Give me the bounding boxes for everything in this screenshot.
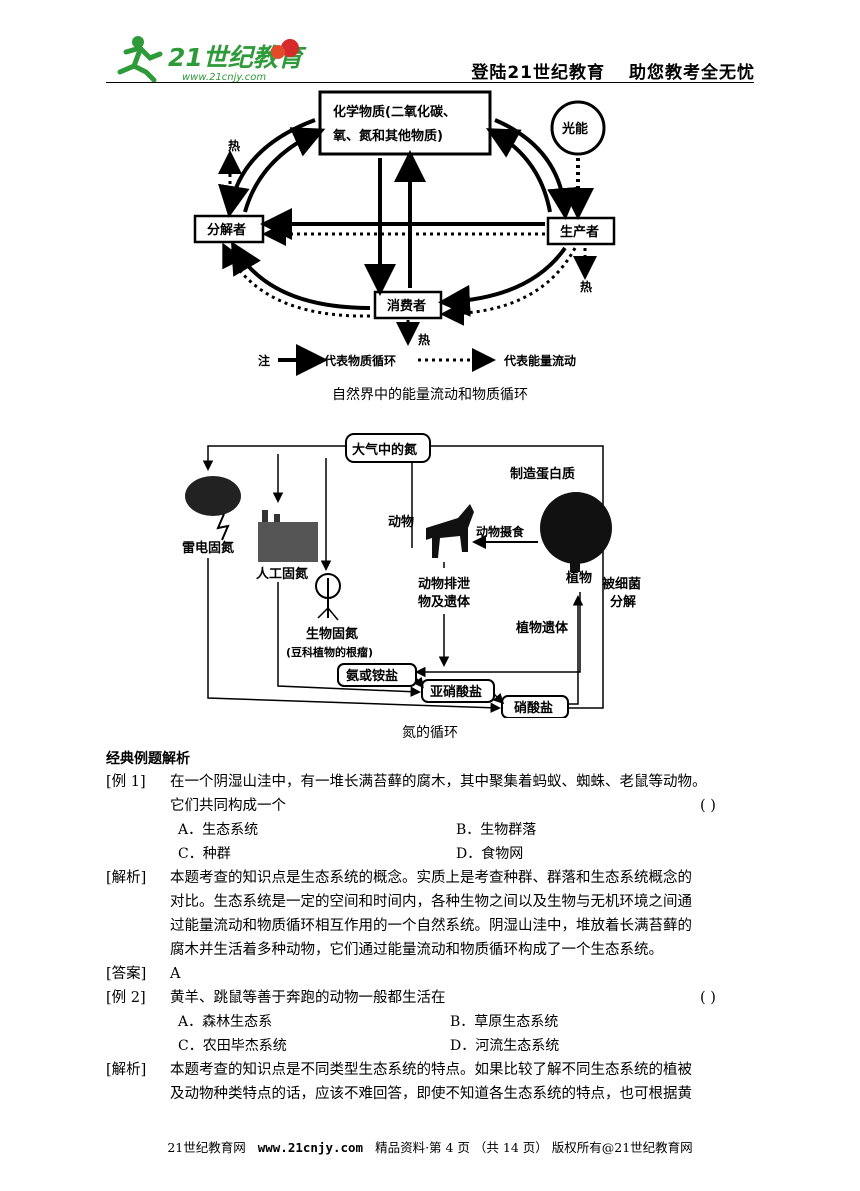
animal-label: 动物 bbox=[388, 514, 414, 530]
q2-line1: 黄羊、跳鼠等善于奔跑的动物一般都生活在 bbox=[170, 986, 446, 1011]
slogan-left: 登陆21世纪教育 bbox=[471, 63, 605, 83]
header-rule bbox=[106, 82, 754, 83]
diagram2-caption: 氮的循环 bbox=[0, 722, 860, 742]
ans1-value: A bbox=[170, 962, 180, 987]
nitrite-label: 亚硝酸盐 bbox=[430, 684, 482, 700]
legend-note: 注 bbox=[258, 353, 270, 368]
footer: 21世纪教育网 www.21cnjy.com 精品资料·第 4 页 （共 14 … bbox=[0, 1137, 860, 1156]
q1-option-a: A．生态系统 bbox=[178, 818, 258, 843]
bacteria-label-2: 分解 bbox=[610, 594, 636, 610]
chemicals-label-1: 化学物质(二氧化碳、 bbox=[333, 104, 456, 120]
plant-label: 植物 bbox=[565, 570, 592, 586]
q1-option-d: D．食物网 bbox=[456, 842, 523, 867]
q1-line2: 它们共同构成一个 bbox=[170, 794, 286, 819]
bio-fix-note: (豆科植物的根瘤) bbox=[286, 645, 373, 659]
diagram1-caption: 自然界中的能量流动和物质循环 bbox=[0, 384, 860, 404]
a2-line1: 本题考查的知识点是不同类型生态系统的特点。如果比较了解不同生态系统的植被 bbox=[170, 1058, 692, 1083]
q2-option-b: B．草原生态系统 bbox=[450, 1010, 558, 1035]
a2-line2: 及动物种类特点的话，应该不难回答，即使不知道各生态系统的特点，也可根据黄 bbox=[170, 1082, 692, 1107]
a1-tag: [解析] bbox=[106, 866, 146, 891]
a1-line2: 对比。生态系统是一定的空间和时间内，各种生物之间以及生物与无机环境之间通 bbox=[170, 890, 692, 915]
producer-label: 生产者 bbox=[560, 224, 599, 240]
factory-icon bbox=[258, 510, 318, 562]
legend-solid: 代表物质循环 bbox=[323, 353, 396, 368]
q2-option-d: D．河流生态系统 bbox=[450, 1034, 559, 1059]
horse-icon bbox=[426, 504, 474, 558]
q2-answer-blank: ( ) bbox=[700, 986, 716, 1011]
chemicals-label-2: 氧、氮和其他物质) bbox=[332, 128, 443, 144]
excreta-label-1: 动物排泄 bbox=[418, 576, 470, 592]
q1-tag: [例 1] bbox=[106, 770, 146, 795]
header-logo: 21世纪教育 www.21cnjy.com bbox=[110, 28, 310, 84]
section-title: 经典例题解析 bbox=[106, 748, 190, 768]
animal-eat-label: 动物摄食 bbox=[476, 524, 525, 539]
atmosphere-label: 大气中的氮 bbox=[352, 442, 417, 458]
energy-material-diagram: 化学物质(二氧化碳、 氧、氮和其他物质) 光能 分解者 生产者 消费者 热 bbox=[190, 88, 660, 378]
tree-icon bbox=[540, 492, 612, 572]
footer-left: 21世纪教育网 bbox=[167, 1140, 245, 1155]
make-protein-label: 制造蛋白质 bbox=[510, 466, 575, 482]
excreta-label-2: 物及遗体 bbox=[418, 594, 471, 610]
ammonia-label: 氨或铵盐 bbox=[345, 668, 398, 684]
q1-line1: 在一个阴湿山洼中，有一堆长满苔藓的腐木，其中聚集着蚂蚁、蜘蛛、老鼠等动物。 bbox=[170, 770, 707, 795]
a1-line4: 腐木并生活着多种动物，它们通过能量流动和物质循环构成了一个生态系统。 bbox=[170, 938, 663, 963]
legend-dotted: 代表能量流动 bbox=[503, 353, 576, 368]
q2-option-c: C．农田毕杰系统 bbox=[178, 1034, 287, 1059]
q2-tag: [例 2] bbox=[106, 986, 146, 1011]
runner-icon bbox=[120, 36, 160, 80]
q1-option-b: B．生物群落 bbox=[456, 818, 536, 843]
q1-answer-blank: ( ) bbox=[700, 794, 716, 819]
footer-url[interactable]: www.21cnjy.com bbox=[258, 1140, 363, 1155]
a2-tag: [解析] bbox=[106, 1058, 146, 1083]
consumer-label: 消费者 bbox=[387, 298, 426, 314]
plant-remains-label: 植物遗体 bbox=[515, 620, 569, 636]
bio-fix-label: 生物固氮 bbox=[306, 626, 358, 642]
plant-roots-icon bbox=[316, 574, 340, 620]
nitrogen-cycle-diagram: 大气中的氮 雷电固氮 人工固氮 生物固氮 (豆科植物的根瘤) 动物 bbox=[178, 428, 648, 718]
cloud-icon bbox=[185, 476, 241, 540]
a1-line1: 本题考查的知识点是生态系统的概念。实质上是考查种群、群落和生态系统概念的 bbox=[170, 866, 692, 891]
header-slogan: 登陆21世纪教育 助您教考全无忧 bbox=[447, 58, 755, 83]
bacteria-label-1: 被细菌 bbox=[601, 576, 641, 592]
ans1-tag: [答案] bbox=[106, 962, 146, 987]
q1-option-c: C．种群 bbox=[178, 842, 231, 867]
lightning-label: 雷电固氮 bbox=[182, 540, 234, 556]
q2-option-a: A．森林生态系 bbox=[178, 1010, 272, 1035]
heat-label-producer: 热 bbox=[580, 279, 592, 294]
a1-line3: 过能量流动和物质循环相互作用的一个自然系统。阴湿山洼中，堆放着长满苔藓的 bbox=[170, 914, 692, 939]
slogan-right: 助您教考全无忧 bbox=[629, 63, 755, 83]
footer-right: 精品资料·第 4 页 （共 14 页） 版权所有@21世纪教育网 bbox=[375, 1140, 693, 1155]
light-label: 光能 bbox=[561, 121, 588, 137]
decomposer-label: 分解者 bbox=[207, 222, 246, 238]
nitrate-label: 硝酸盐 bbox=[514, 700, 553, 716]
industrial-label: 人工固氮 bbox=[256, 566, 308, 582]
heat-label-consumer: 热 bbox=[418, 332, 430, 347]
heat-label-decomposer: 热 bbox=[228, 138, 240, 153]
